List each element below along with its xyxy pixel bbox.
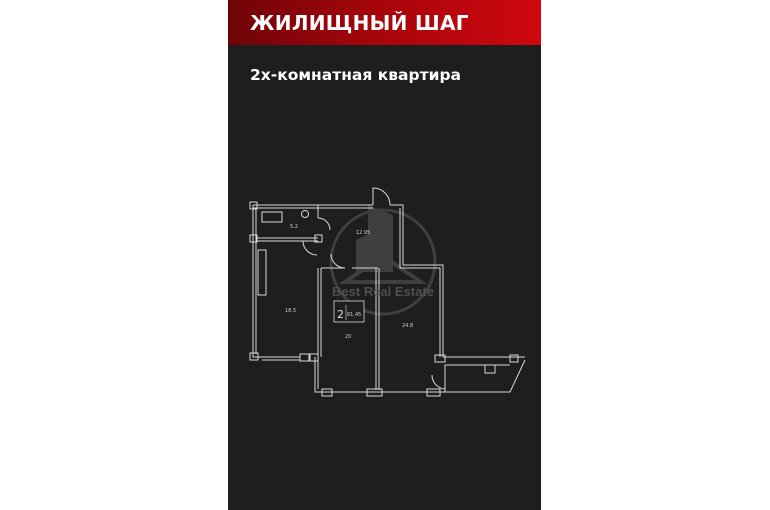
room-area-hall: 12.95 <box>356 230 370 236</box>
apartment-info-box: 2 81,45 <box>333 300 365 323</box>
watermark-text: Best Real Estate <box>332 284 434 299</box>
room-area-bedroom-1: 20 <box>345 334 351 340</box>
room-area-bedroom-2: 24.8 <box>402 323 413 329</box>
brand-header: ЖИЛИЩНЫЙ ШАГ <box>228 0 541 45</box>
watermark-logo <box>329 205 437 316</box>
total-area: 81,45 <box>347 312 361 318</box>
listing-panel: ЖИЛИЩНЫЙ ШАГ 2х-комнатная квартира <box>228 0 541 510</box>
rooms-count: 2 <box>337 308 344 321</box>
listing-title: 2х-комнатная квартира <box>250 66 462 84</box>
walls <box>249 187 526 397</box>
brand-title: ЖИЛИЩНЫЙ ШАГ <box>250 11 469 35</box>
room-area-kitchen-living: 18.5 <box>285 308 296 314</box>
floor-plan: 5.2 12.95 18.5 20 24.8 2 81,45 Best Real… <box>249 187 526 397</box>
room-area-bathroom: 5.2 <box>290 224 298 230</box>
